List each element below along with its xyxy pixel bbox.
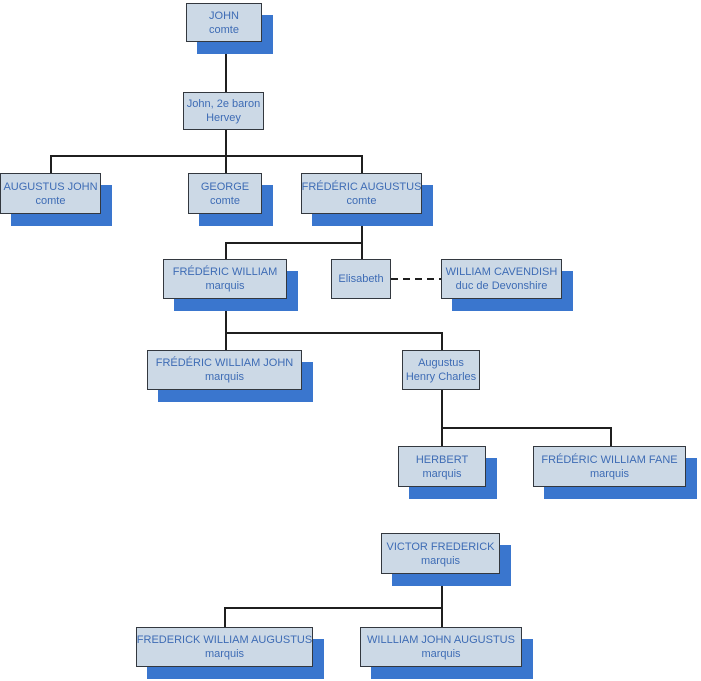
node-herbert: HERBERT marquis (398, 446, 486, 487)
node-augustus-john: AUGUSTUS JOHN comte (0, 173, 101, 214)
person-name: HERBERT (415, 453, 469, 466)
node-frederic-william-john: FRÉDÉRIC WILLIAM JOHN marquis (147, 350, 302, 390)
person-title: marquis (204, 371, 245, 383)
connector-vertical (361, 242, 363, 259)
person-title: comte (210, 194, 240, 207)
connector-vertical (441, 332, 443, 350)
node-george: GEORGE comte (188, 173, 262, 214)
person-name: FRÉDÉRIC WILLIAM JOHN (155, 357, 294, 369)
person-title: duc de Devonshire (455, 280, 548, 292)
node-william-cavendish: WILLIAM CAVENDISH duc de Devonshire (441, 259, 562, 299)
connector-vertical (225, 298, 227, 332)
person-name: JOHN (209, 9, 239, 22)
node-frederic-william-fane: FRÉDÉRIC WILLIAM FANE marquis (533, 446, 686, 487)
node-john-2e-baron-hervey: John, 2e baron Hervey (183, 92, 264, 130)
person-name: WILLIAM CAVENDISH (445, 266, 558, 278)
person-title: comte (209, 23, 239, 36)
node-frederick-william-augustus: FREDERICK WILLIAM AUGUSTUS marquis (136, 627, 313, 667)
connector-vertical (441, 390, 443, 427)
connector-vertical (225, 130, 227, 155)
marriage-dashed-line (391, 278, 441, 280)
person-title: comte (346, 194, 377, 207)
person-title: marquis (420, 554, 461, 567)
person-title: comte (35, 194, 66, 207)
person-title: marquis (204, 648, 245, 660)
connector-vertical (225, 332, 227, 350)
connector-vertical (224, 607, 226, 627)
person-name: FRÉDÉRIC AUGUSTUS (301, 180, 422, 193)
node-victor-frederick: VICTOR FREDERICK marquis (381, 533, 500, 574)
person-name: GEORGE (200, 180, 250, 193)
person-title: marquis (421, 648, 461, 660)
connector-vertical (225, 155, 227, 173)
connector-horizontal (50, 155, 362, 157)
connector-vertical (361, 214, 363, 242)
connector-vertical (225, 242, 227, 259)
person-title: marquis (422, 467, 462, 480)
node-john: JOHN comte (186, 3, 262, 42)
node-elisabeth: Elisabeth (331, 259, 391, 299)
person-name: FRÉDÉRIC WILLIAM (172, 266, 278, 278)
connector-horizontal (224, 607, 442, 609)
person-name: John, 2e baron Hervey (186, 98, 261, 124)
person-name: WILLLIAM JOHN AUGUSTUS (367, 634, 515, 646)
person-name: AUGUSTUS JOHN (3, 180, 98, 193)
person-name: FRÉDÉRIC WILLIAM FANE (541, 453, 678, 466)
person-name: Augustus Henry Charles (405, 357, 477, 383)
connector-vertical (361, 155, 363, 173)
node-frederic-augustus: FRÉDÉRIC AUGUSTUS comte (301, 173, 422, 214)
person-name: Elisabeth (338, 273, 384, 285)
connector-horizontal (441, 427, 611, 429)
person-title: marquis (205, 280, 245, 292)
node-frederic-william: FRÉDÉRIC WILLIAM marquis (163, 259, 287, 299)
connector-vertical (50, 155, 52, 173)
node-willliam-john-augustus: WILLLIAM JOHN AUGUSTUS marquis (360, 627, 522, 667)
person-name: VICTOR FREDERICK (386, 540, 495, 553)
node-augustus-henry-charles: Augustus Henry Charles (402, 350, 480, 390)
person-name: FREDERICK WILLIAM AUGUSTUS (136, 634, 313, 646)
connector-horizontal (225, 242, 362, 244)
connector-vertical (441, 574, 443, 607)
connector-vertical (441, 607, 443, 627)
connector-vertical (441, 427, 443, 446)
person-title: marquis (589, 467, 630, 480)
connector-vertical (225, 42, 227, 92)
connector-horizontal (225, 332, 442, 334)
connector-vertical (610, 427, 612, 446)
